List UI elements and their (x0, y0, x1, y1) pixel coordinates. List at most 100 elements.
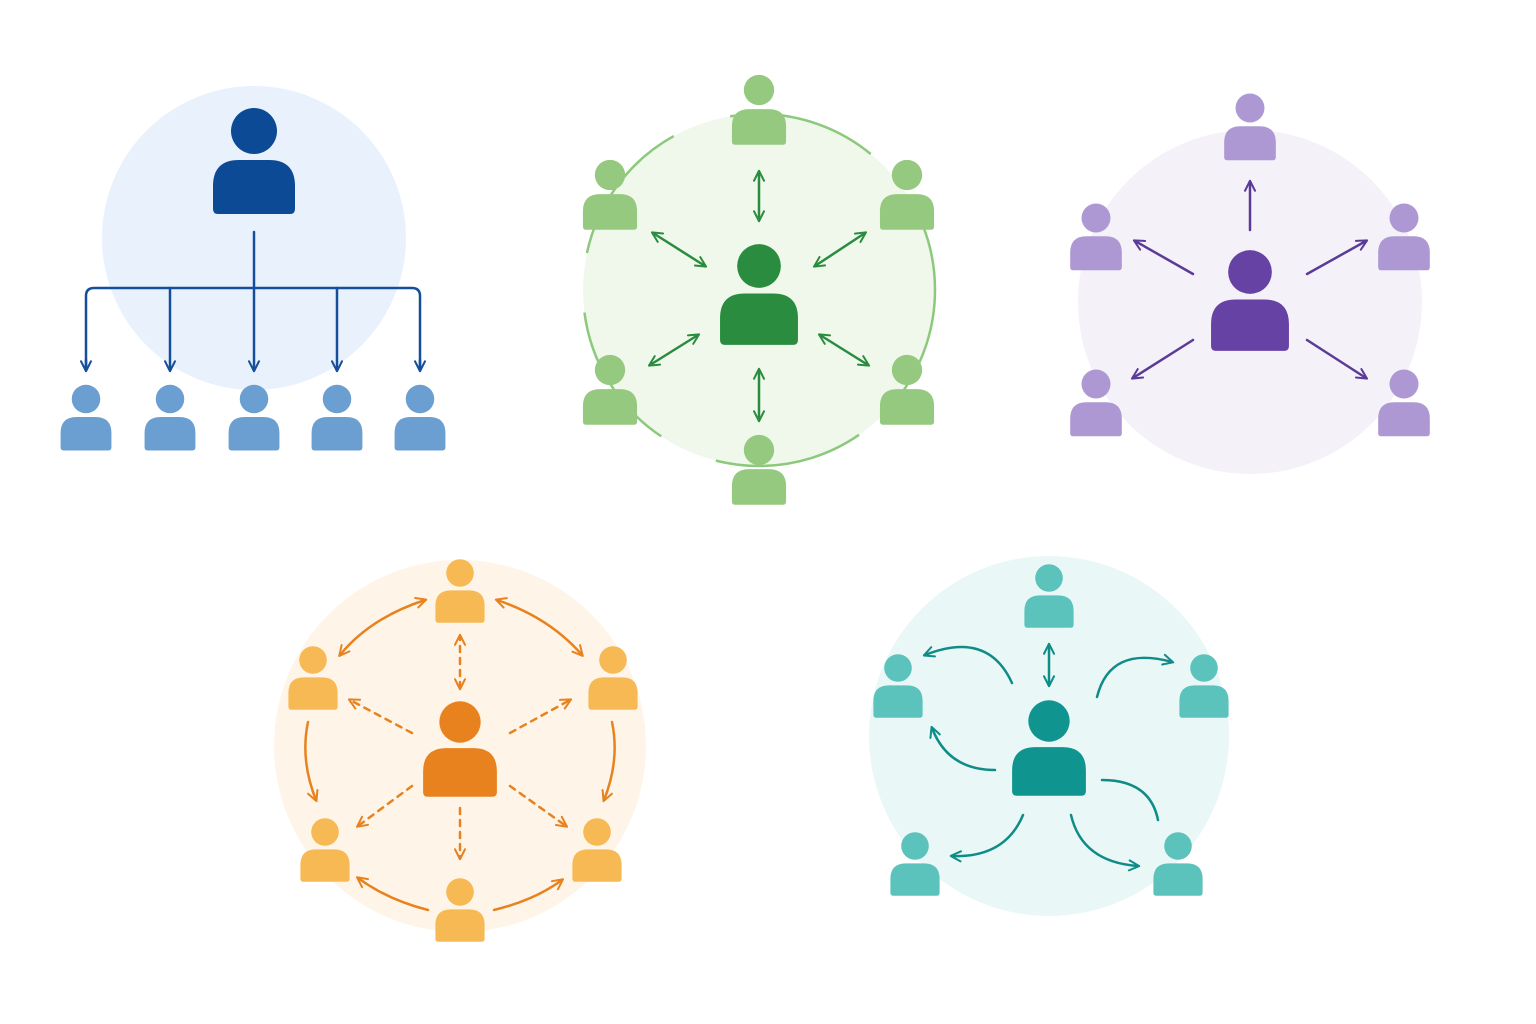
arrow (1305, 239, 1369, 276)
broadcaster-person-icon (1211, 250, 1289, 351)
member-person-icon (1153, 832, 1203, 896)
arrow (812, 231, 868, 268)
arrow (508, 698, 573, 735)
member-person-icon (1024, 564, 1074, 628)
arrow (492, 878, 565, 912)
leader-person-icon (213, 108, 295, 214)
member-person-icon (394, 384, 446, 451)
top-down-hierarchy-diagram (60, 86, 446, 451)
person-body (435, 909, 485, 942)
person-body (60, 416, 112, 451)
person-body (1211, 299, 1289, 351)
person-body (288, 677, 338, 710)
all-channel-network-diagram (274, 559, 646, 942)
background-circle (583, 114, 935, 466)
person-head (891, 159, 923, 191)
person-head (737, 244, 781, 288)
person-body (1070, 236, 1122, 271)
person-body (1224, 126, 1276, 161)
person-head (743, 434, 775, 466)
person-body (720, 293, 798, 345)
arrow (347, 698, 414, 735)
person-head (1035, 564, 1063, 592)
member-person-icon (582, 159, 638, 230)
member-person-icon (588, 646, 638, 710)
person-head (231, 108, 277, 154)
person-body (1378, 402, 1430, 437)
person-head (405, 384, 435, 414)
member-person-icon (311, 384, 363, 451)
member-person-icon (288, 646, 338, 710)
member-person-icon (879, 354, 935, 425)
person-body (1070, 402, 1122, 437)
member-person-icon (873, 654, 923, 718)
person-head (1235, 93, 1265, 123)
hub-person-icon (423, 701, 497, 797)
arrow (1132, 239, 1195, 276)
person-head (1389, 369, 1419, 399)
person-body (582, 389, 638, 425)
person-head (446, 878, 474, 906)
person-body (1153, 863, 1203, 896)
person-body (1012, 747, 1086, 796)
person-body (144, 416, 196, 451)
member-person-icon (228, 384, 280, 451)
arrow (647, 333, 701, 367)
arrow (1069, 813, 1141, 872)
member-person-icon (1070, 369, 1122, 437)
member-person-icon (435, 878, 485, 942)
person-body (582, 194, 638, 230)
person-head (1190, 654, 1218, 682)
person-body (731, 469, 787, 505)
person-head (743, 74, 775, 106)
arrow (508, 784, 569, 828)
person-body (588, 677, 638, 710)
member-person-icon (1070, 203, 1122, 271)
member-person-icon (731, 434, 787, 505)
arrow (1305, 338, 1369, 380)
arrow (601, 720, 616, 803)
member-person-icon (1224, 93, 1276, 161)
person-head (594, 159, 626, 191)
person-body (1378, 236, 1430, 271)
branch-connector (84, 286, 422, 372)
person-head (594, 354, 626, 386)
member-person-icon (1378, 203, 1430, 271)
person-body (879, 194, 935, 230)
person-head (1389, 203, 1419, 233)
person-body (213, 160, 295, 214)
member-person-icon (1179, 654, 1229, 718)
arrow (922, 645, 1014, 685)
person-body (423, 748, 497, 797)
arrow (1130, 338, 1195, 380)
person-head (1164, 832, 1192, 860)
person-head (599, 646, 627, 674)
curved-connector (1100, 778, 1160, 822)
person-body (890, 863, 940, 896)
arrow (355, 876, 430, 912)
person-body (228, 416, 280, 451)
person-head (1028, 700, 1070, 742)
person-head (1081, 369, 1111, 399)
one-way-broadcast-diagram (1070, 93, 1430, 474)
arrow (304, 720, 319, 803)
person-head (155, 384, 185, 414)
person-head (1081, 203, 1111, 233)
curved-informal-network-diagram (869, 556, 1229, 916)
person-body (873, 685, 923, 718)
arrow (338, 596, 428, 657)
person-head (1228, 250, 1272, 294)
member-person-icon (731, 74, 787, 145)
member-person-icon (144, 384, 196, 451)
person-body (731, 109, 787, 145)
hub-person-icon (720, 244, 798, 345)
person-body (879, 389, 935, 425)
member-person-icon (890, 832, 940, 896)
arrow (355, 784, 414, 828)
person-head (446, 559, 474, 587)
person-head (311, 818, 339, 846)
person-head (322, 384, 352, 414)
arrow (949, 813, 1025, 863)
